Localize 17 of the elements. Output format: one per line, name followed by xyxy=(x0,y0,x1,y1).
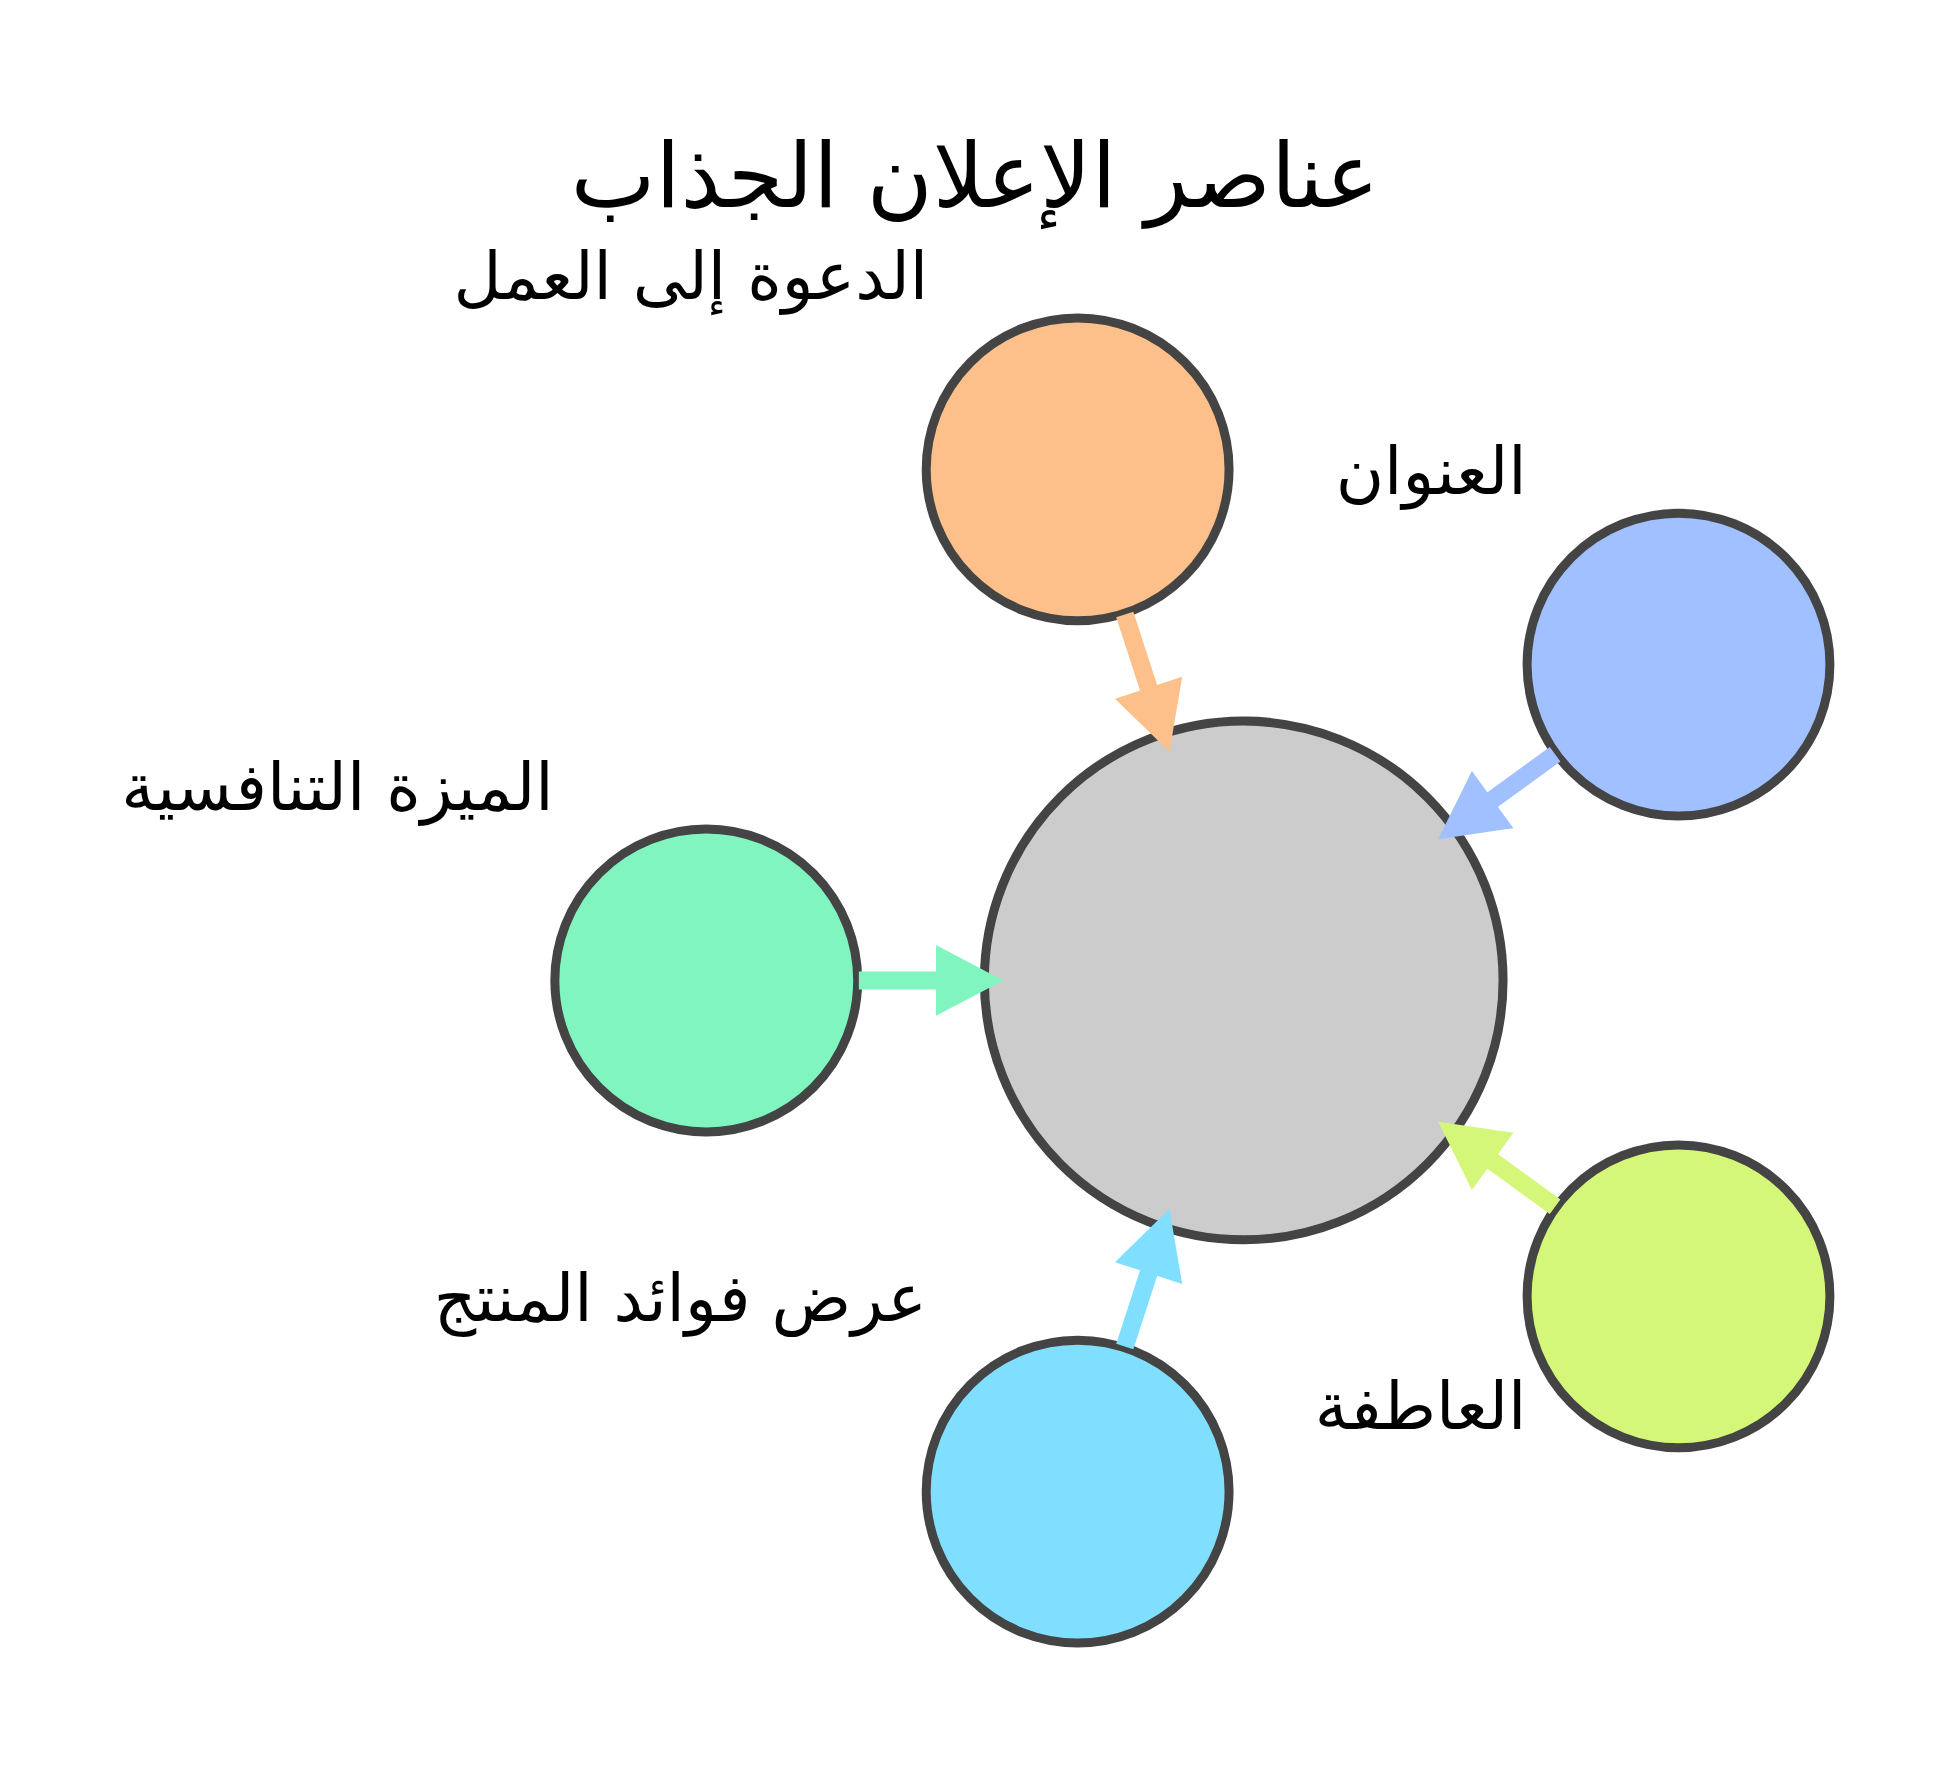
arrow xyxy=(1115,611,1183,752)
arrow xyxy=(858,944,1004,1016)
node-circle xyxy=(550,824,863,1136)
node-label: الدعوة إلى العمل xyxy=(453,237,929,315)
node-label: عرض فوائد المنتج xyxy=(433,1259,927,1337)
node-label: العنوان xyxy=(1335,432,1527,510)
node-circle xyxy=(1522,508,1835,820)
arrow xyxy=(1438,746,1561,839)
node-circle xyxy=(979,716,1508,1244)
node-label: الميزة التنافسية xyxy=(121,748,554,826)
node-circle xyxy=(1522,1139,1835,1452)
arrow xyxy=(1115,1208,1183,1349)
node-circle xyxy=(921,312,1234,625)
diagram-title: عناصر الإعلان الجذاب xyxy=(570,123,1380,228)
arrow xyxy=(1438,1121,1561,1214)
node-label: العاطفة xyxy=(1314,1367,1527,1445)
node-circle xyxy=(921,1335,1234,1647)
